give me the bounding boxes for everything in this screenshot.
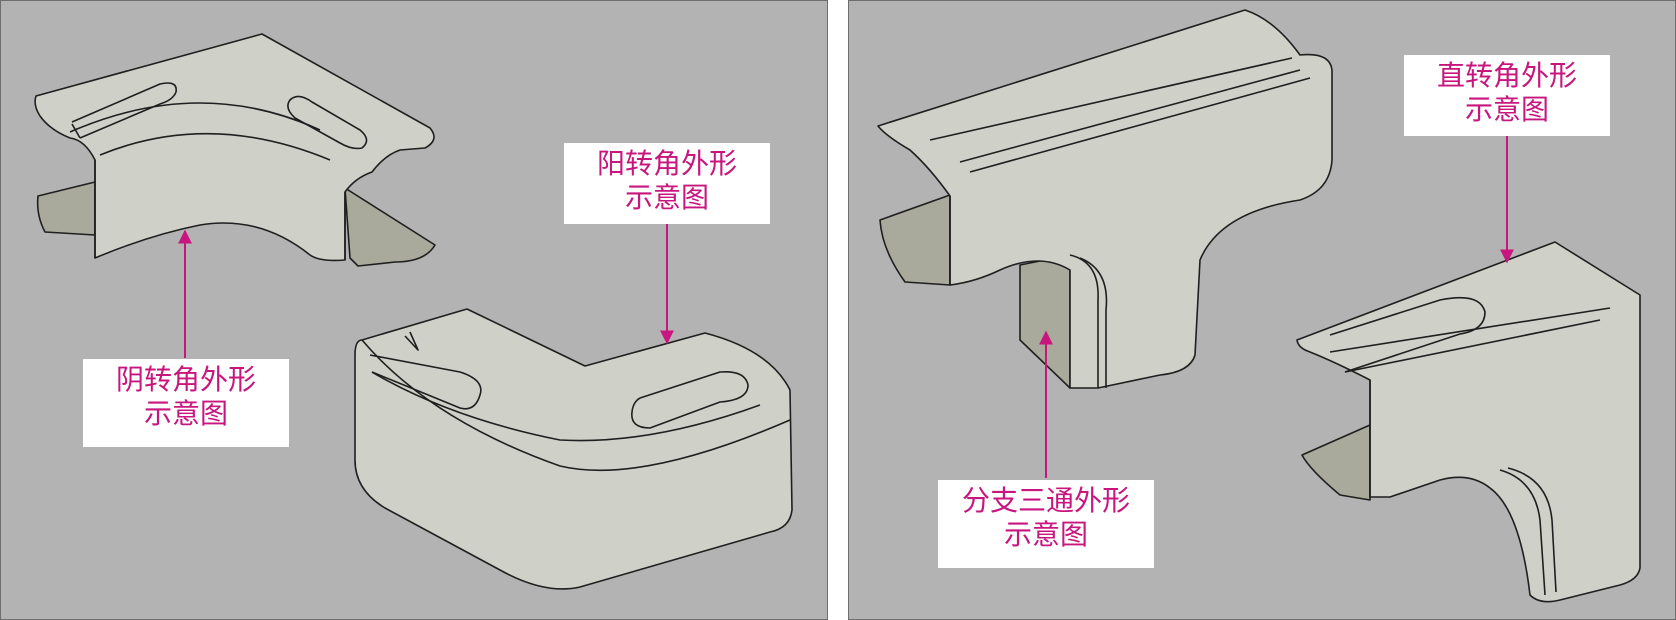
branch-tee-label-line1: 分支三通外形 xyxy=(961,484,1130,517)
yin-corner-label-line1: 阴转角外形 xyxy=(115,363,256,396)
yang-corner-label-line1: 阳转角外形 xyxy=(596,147,737,180)
right-angle-corner-part xyxy=(1296,241,1641,603)
annotation-arrows xyxy=(178,136,1514,478)
branch-tee-label: 分支三通外形 示意图 xyxy=(938,480,1154,568)
branch-tee-part xyxy=(877,9,1333,389)
yin-corner-label-line2: 示意图 xyxy=(143,397,228,430)
yin-corner-label: 阴转角外形 示意图 xyxy=(83,359,289,447)
right-angle-corner-label-line2: 示意图 xyxy=(1464,93,1549,126)
yang-corner-label: 阳转角外形 示意图 xyxy=(564,143,770,224)
yang-corner-label-line2: 示意图 xyxy=(624,181,709,214)
right-angle-corner-label-line1: 直转角外形 xyxy=(1436,59,1577,92)
yang-corner-part xyxy=(354,308,793,590)
branch-tee-label-line2: 示意图 xyxy=(1003,518,1088,551)
right-angle-corner-label: 直转角外形 示意图 xyxy=(1404,55,1610,136)
yin-corner-part xyxy=(34,33,436,267)
